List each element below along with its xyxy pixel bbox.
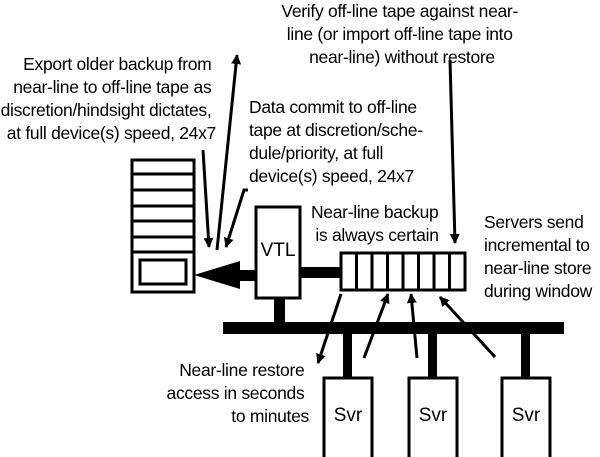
export-line: discretion/hindsight dictates,: [1, 100, 212, 120]
incremental-arrow: [438, 295, 497, 359]
incremental-line: Servers send: [484, 212, 584, 232]
vtl-bus-stub: [274, 298, 285, 324]
export-line: at full device(s) speed, 24x7: [7, 123, 216, 143]
commit-arrow: [223, 188, 248, 248]
restore-line: Near-line restore: [179, 360, 304, 380]
verify-line: line (or import off-line tape into: [287, 24, 513, 44]
export-line: near-line to off-line tape as: [13, 77, 212, 97]
server-label: Svr: [512, 405, 541, 426]
certain-line: Near-line backup: [311, 202, 439, 222]
export-annotation: Export older backup from near-line to of…: [1, 54, 216, 143]
nearline-store: [339, 251, 467, 292]
incremental-annotation: Servers send incremental to near-line st…: [484, 212, 596, 301]
incremental-line: near-line store: [484, 258, 591, 278]
incremental-line: incremental to: [484, 235, 590, 255]
server-bus-stub: [521, 334, 530, 379]
vtl-nearline-link: [300, 267, 341, 278]
verify-annotation: Verify off-line tape against near- line …: [281, 1, 522, 67]
server-3: Svr: [500, 334, 552, 457]
restore-line: to minutes: [231, 406, 309, 426]
incremental-arrow: [406, 293, 419, 359]
export-line: Export older backup from: [23, 54, 211, 74]
vtl-box: VTL: [254, 205, 302, 300]
incremental-line: during window: [484, 281, 593, 301]
export-arrow: [201, 149, 214, 248]
verify-to-nearline-arrow: [448, 59, 460, 244]
commit-line: Data commit to off-line: [249, 97, 417, 117]
certain-line: is always certain: [315, 225, 438, 245]
incremental-arrow: [362, 293, 390, 359]
commit-annotation: Data commit to off-line tape at discreti…: [249, 97, 427, 186]
commit-line: device(s) speed, 24x7: [249, 166, 414, 186]
verify-line: Verify off-line tape against near-: [281, 1, 518, 21]
commit-line: dule/priority, at full: [249, 143, 383, 163]
server-label: Svr: [419, 405, 448, 426]
restore-arrow: [316, 293, 343, 364]
verify-arrow: [215, 54, 242, 251]
restore-annotation: Near-line restore access in seconds to m…: [167, 360, 310, 426]
verify-line: near-line) without restore: [309, 47, 495, 67]
tape-library: [130, 158, 196, 294]
vtl-to-tape-arrow: [194, 261, 256, 289]
server-label: Svr: [334, 405, 363, 426]
server-bus-stub: [428, 334, 437, 379]
network-bus: [223, 322, 564, 334]
server-bus-stub: [343, 334, 352, 379]
certain-annotation: Near-line backup is always certain: [311, 202, 443, 245]
server-1: Svr: [322, 334, 374, 457]
server-2: Svr: [407, 334, 459, 457]
tape-drive: [138, 258, 188, 286]
vtl-label: VTL: [261, 240, 296, 261]
restore-line: access in seconds: [167, 383, 305, 403]
commit-line: tape at discretion/sche-: [249, 120, 423, 140]
